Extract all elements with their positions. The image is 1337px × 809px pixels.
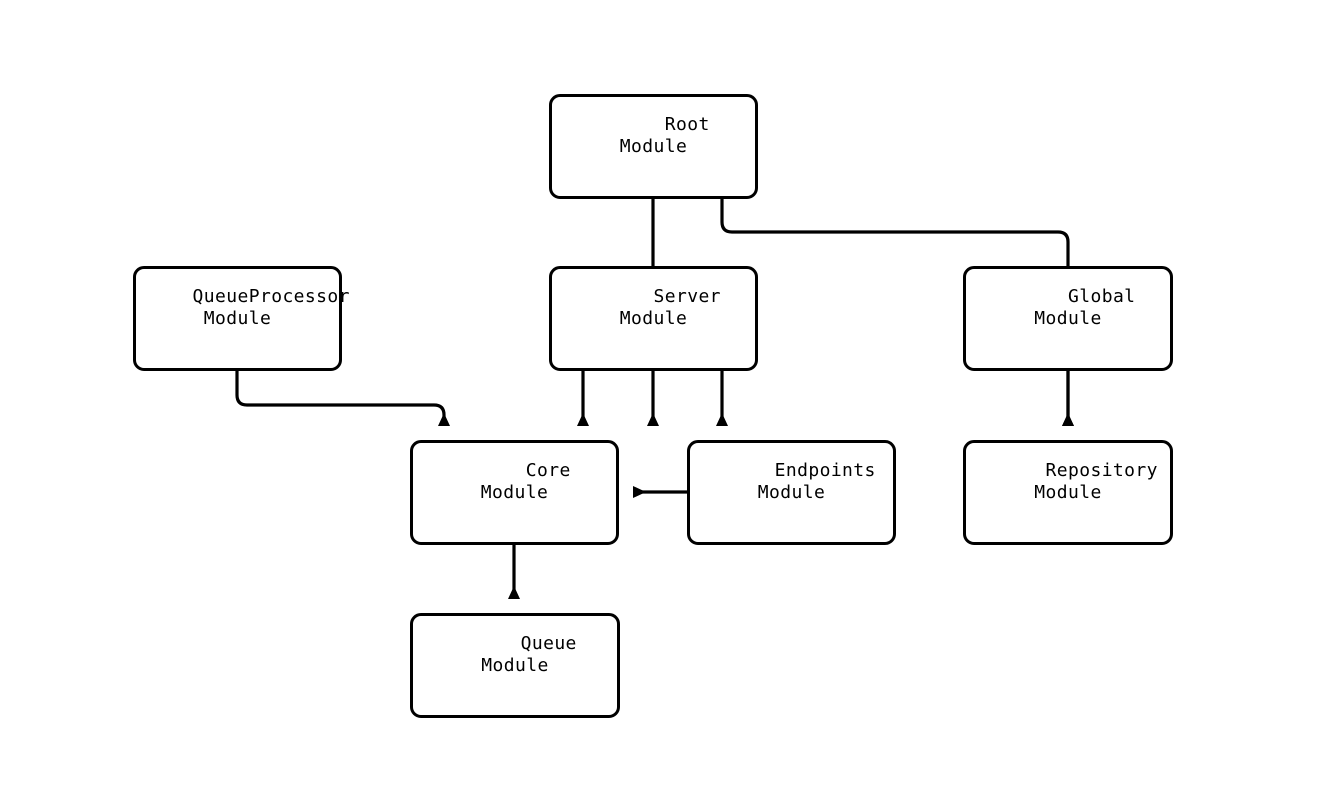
node-queueprocessor-module-line1: QueueProcessor <box>192 285 350 307</box>
node-queueprocessor-module-line2: Module <box>203 307 272 329</box>
node-global-module-line2: Module <box>1034 307 1102 329</box>
node-repository-module-line1: Repository <box>1045 459 1158 481</box>
node-global-module-line1: Global <box>1068 285 1136 307</box>
node-server-module-line2: Module <box>619 307 688 329</box>
node-root-module-line2: Module <box>619 135 688 157</box>
edge-queueprocessor-to-core <box>235 371 450 426</box>
node-endpoints-module-line1: Endpoints <box>774 459 876 481</box>
node-queue-module-line2: Module <box>481 654 549 676</box>
node-server-module-line1: Server <box>653 285 721 307</box>
node-root-module-line1: Root <box>664 113 710 135</box>
node-repository-module-line2: Module <box>1034 481 1102 503</box>
node-core-module-line2: Module <box>480 481 549 503</box>
node-core-module-line1: Core <box>525 459 571 481</box>
node-endpoints-module-line2: Module <box>757 481 826 503</box>
node-queue-module-line1: Queue <box>520 632 577 654</box>
edge-root-to-global <box>720 199 1074 426</box>
